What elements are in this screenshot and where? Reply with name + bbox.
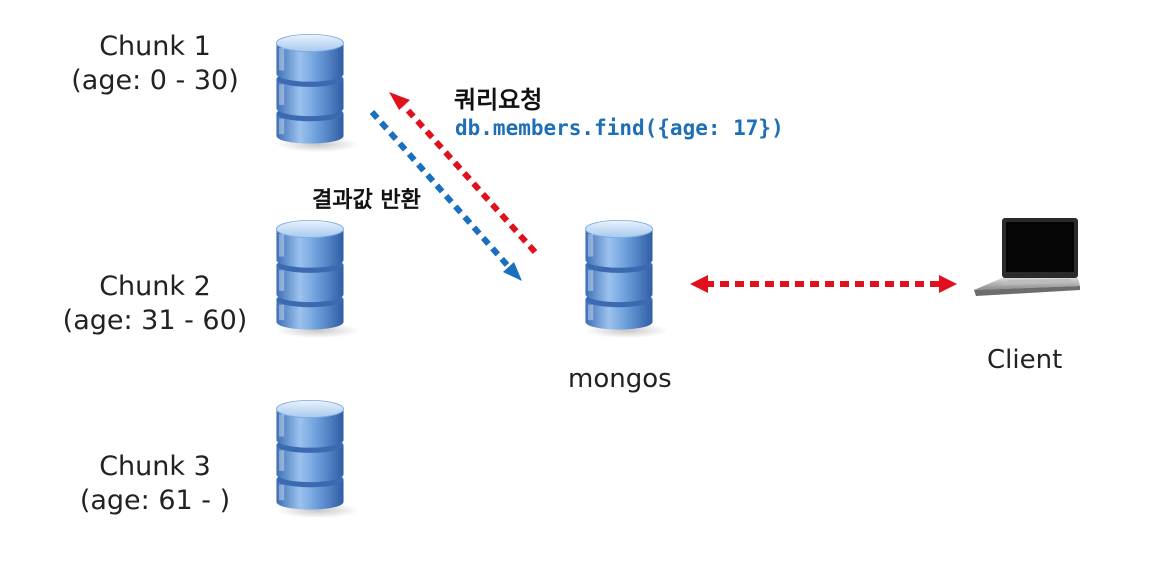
chunk-2-label: Chunk 2 (age: 31 - 60) xyxy=(35,270,275,338)
client-label: Client xyxy=(987,345,1063,375)
result-return-title: 결과값 반환 xyxy=(312,188,421,213)
chunk-3-range: (age: 61 - ) xyxy=(79,485,231,516)
request-arrow xyxy=(389,92,538,255)
query-code: db.members.find({age: 17}) xyxy=(455,116,784,140)
chunk-1-name: Chunk 1 xyxy=(99,31,211,62)
chunk-2-range: (age: 31 - 60) xyxy=(62,305,248,336)
query-request-title: 쿼리요청 xyxy=(454,86,543,114)
chunk-2-name: Chunk 2 xyxy=(99,271,211,302)
chunk-1-label: Chunk 1 (age: 0 - 30) xyxy=(35,30,275,98)
chunk-3-name: Chunk 3 xyxy=(99,451,211,482)
mongos-label: mongos xyxy=(568,364,672,394)
laptop-icon xyxy=(974,218,1080,296)
response-arrow xyxy=(369,110,522,281)
chunk-3-label: Chunk 3 (age: 61 - ) xyxy=(35,450,275,518)
chunk-1-range: (age: 0 - 30) xyxy=(71,65,239,96)
client-link-arrow xyxy=(690,275,957,293)
